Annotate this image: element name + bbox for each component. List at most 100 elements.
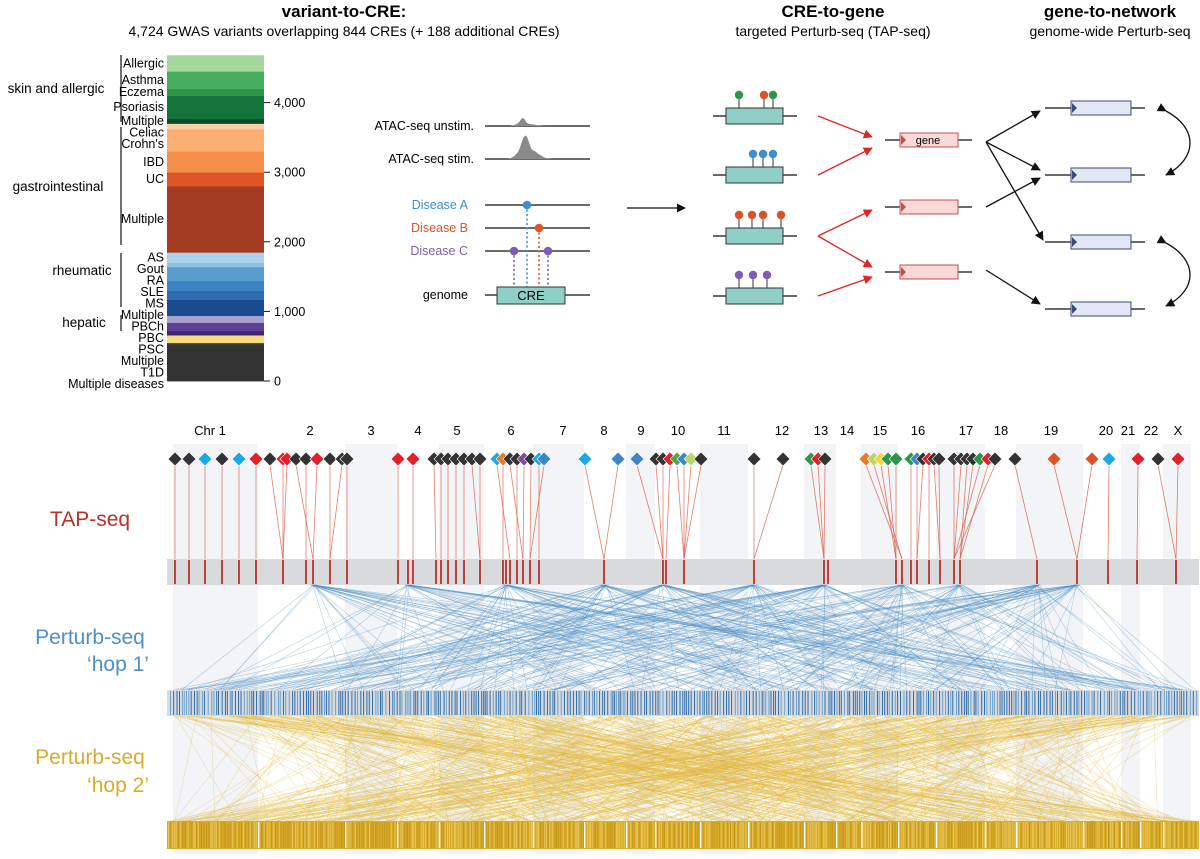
hop2-link: [489, 715, 869, 822]
hop2-connections: [169, 715, 1197, 822]
hop2-gene-tick: [831, 822, 833, 848]
hop2-gene-tick: [511, 822, 513, 848]
hop2-gene-tick: [1072, 822, 1074, 848]
hop2-link: [936, 715, 1000, 822]
hop2-link: [777, 715, 1051, 822]
hop2-link: [386, 715, 418, 822]
hop1-link: [494, 584, 507, 691]
hop1-gene-tick: [340, 691, 342, 715]
hop1-gene-tick: [1124, 691, 1126, 715]
hop2-gene-tick: [339, 822, 341, 848]
hop2-gene-tick: [1148, 822, 1150, 848]
hop2-link: [671, 715, 762, 822]
hop2-gene-tick: [599, 822, 601, 848]
hop2-link: [466, 715, 518, 822]
hop2-gene-tick: [932, 822, 934, 848]
hop2-link: [571, 715, 746, 822]
hop1-gene-tick: [224, 691, 226, 715]
hop1-link: [396, 584, 407, 691]
hop1-gene-tick: [475, 691, 477, 715]
hop1-gene-tick: [443, 691, 445, 715]
hop2-link: [595, 715, 931, 822]
hop1-link: [503, 584, 1177, 691]
hop1-gene-tick: [986, 691, 988, 715]
hop1-gene-tick: [552, 691, 554, 715]
hop2-link: [688, 715, 1042, 822]
hop1-gene-tick: [1110, 691, 1112, 715]
hop2-link: [475, 715, 823, 822]
hop2-gene-tick: [260, 822, 262, 848]
hop2-gene-tick: [183, 822, 185, 848]
hop1-link: [735, 584, 1036, 691]
hop1-gene-tick: [671, 691, 673, 715]
hop2-gene-tick: [587, 822, 588, 848]
hop1-gene-tick: [607, 691, 609, 715]
hop2-gene-tick: [327, 822, 329, 848]
hop2-link: [417, 715, 1172, 822]
hop2-link: [289, 715, 532, 822]
hop2-link: [469, 715, 1162, 822]
hop1-link: [208, 584, 602, 691]
hop2-gene-tick: [238, 822, 240, 848]
hop1-gene-tick: [1163, 691, 1165, 715]
hop1-link: [181, 584, 314, 691]
hop2-gene-tick: [688, 822, 690, 848]
hop2-link: [285, 715, 859, 822]
hop2-link: [351, 715, 914, 822]
hop2-gene-tick: [263, 822, 265, 848]
cre-gene-subtitle: targeted Perturb-seq (TAP-seq): [735, 23, 930, 39]
hop2-link: [662, 715, 676, 822]
hop1-gene-tick: [460, 691, 462, 715]
hop2-gene-tick: [571, 822, 573, 848]
hop2-gene-ticks: [167, 821, 1199, 849]
hop1-gene-tick: [396, 691, 398, 715]
hop1-gene-tick: [849, 691, 851, 715]
hop2-gene-tick: [739, 822, 741, 848]
hop1-gene-tick: [745, 691, 747, 715]
hop2-gene-tick: [475, 822, 476, 848]
hop2-gene-tick: [776, 822, 778, 848]
chromosome-label: 2: [306, 423, 313, 438]
tapseq-link: [584, 464, 605, 560]
chromosome-gap: [804, 822, 806, 848]
hop2-gene-tick: [168, 822, 169, 848]
hop2-link: [894, 715, 900, 822]
hop2-link: [175, 715, 238, 822]
hop2-gene-tick: [352, 822, 354, 848]
hop1-link: [929, 584, 959, 691]
hop2-link: [906, 715, 963, 822]
hop2-link: [821, 715, 1153, 822]
tapseq-link: [529, 464, 532, 560]
hop2-link: [442, 715, 1152, 822]
hop2-link: [332, 715, 715, 822]
bar-segment: [167, 335, 264, 344]
segment-label: MS: [145, 296, 164, 310]
bar-segment: [167, 252, 264, 264]
hop1-link: [213, 584, 825, 691]
hop1-link: [508, 584, 1183, 691]
hop1-link: [980, 584, 1076, 691]
cre-diamond: [298, 451, 314, 467]
tapseq-link: [496, 464, 511, 560]
cre-diamond: [1084, 451, 1100, 467]
hop1-gene-tick: [821, 691, 823, 715]
segment-label: PSC: [138, 342, 164, 356]
hop2-link: [251, 715, 1191, 822]
hop1-link: [756, 584, 972, 691]
tapseq-gene-tick: [435, 560, 437, 584]
hop2-gene-tick: [911, 822, 913, 848]
hop1-gene-tick: [1078, 691, 1080, 715]
hop1-gene-tick: [852, 691, 854, 715]
hop1-gene-tick: [305, 691, 307, 715]
hop1-link: [1073, 584, 1196, 691]
hop2-gene-tick: [453, 822, 455, 848]
chromosome-gap: [861, 822, 863, 848]
hop1-gene-tick: [321, 691, 323, 715]
hop2-gene-tick: [479, 822, 481, 848]
hop1-gene-tick: [578, 691, 580, 715]
hop1-gene-tick: [685, 691, 687, 715]
hop1-gene-tick: [847, 691, 849, 715]
hop2-link: [813, 715, 862, 822]
hop2-gene-tick: [852, 822, 854, 848]
hop2-link: [385, 715, 559, 822]
